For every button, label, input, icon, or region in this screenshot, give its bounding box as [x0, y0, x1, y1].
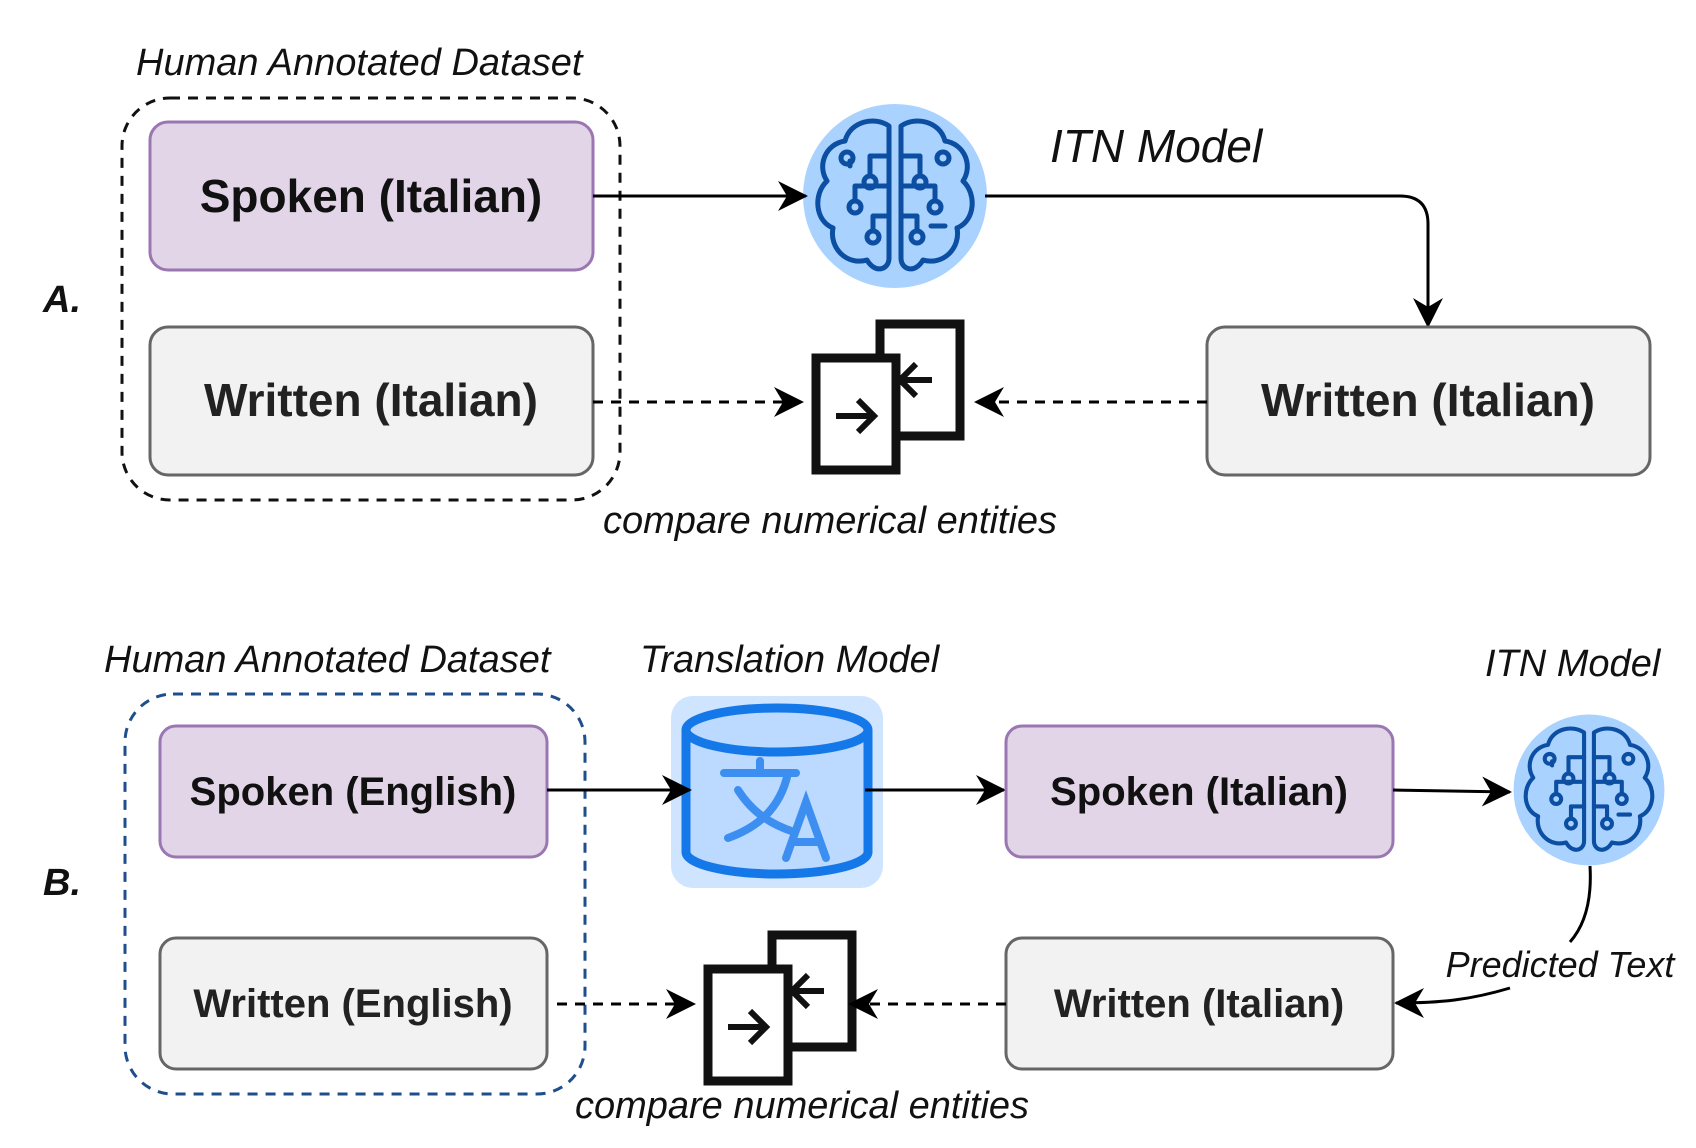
section-a: Human Annotated Dataset A. Spoken (Itali… [42, 42, 1652, 542]
written-box-a: Written (Italian) [148, 325, 595, 477]
brain-circuit-icon [803, 104, 987, 288]
brain-circuit-icon [1514, 715, 1665, 866]
output-box-a-label: Written (Italian) [1261, 374, 1595, 426]
dataset-label-a: Human Annotated Dataset [136, 42, 584, 84]
compare-label-b: compare numerical entities [575, 1085, 1029, 1127]
section-b: Human Annotated Dataset Translation Mode… [43, 639, 1676, 1127]
written-box-b: Written (English) [158, 936, 549, 1071]
compare-label-a: compare numerical entities [603, 500, 1057, 542]
spoken-box-b-label: Spoken (English) [190, 770, 517, 814]
written-box-b-label: Written (English) [193, 982, 512, 1026]
predicted-text-connector [1568, 865, 1592, 943]
arrow-model-to-output-a [985, 194, 1443, 328]
compare-arrows-icon [816, 324, 960, 470]
dataset-label-b: Human Annotated Dataset [104, 639, 552, 681]
section-marker-b: B. [43, 862, 81, 904]
translated-box-b: Spoken (Italian) [1004, 724, 1395, 859]
translation-model-label: Translation Model [640, 639, 941, 681]
compare-arrows-icon [708, 935, 852, 1081]
translate-cylinder-icon [671, 696, 883, 888]
output-box-b-label: Written (Italian) [1054, 982, 1344, 1026]
itn-model-label-a: ITN Model [1050, 120, 1264, 172]
spoken-box-b: Spoken (English) [158, 724, 549, 859]
predicted-text-label: Predicted Text [1446, 944, 1677, 985]
translated-box-b-label: Spoken (Italian) [1050, 770, 1348, 814]
output-box-b: Written (Italian) [1004, 936, 1395, 1071]
output-box-a: Written (Italian) [1205, 325, 1652, 477]
arrow-spoken-it-to-model [1392, 776, 1512, 807]
itn-model-label-b: ITN Model [1485, 643, 1662, 685]
dataset-frame-a [120, 96, 622, 502]
written-box-a-label: Written (Italian) [204, 374, 538, 426]
arrow-model-to-output-b [1394, 986, 1511, 1018]
spoken-box-a: Spoken (Italian) [148, 120, 595, 272]
section-marker-a: A. [42, 279, 81, 321]
spoken-box-a-label: Spoken (Italian) [200, 170, 542, 222]
dataset-frame-b [123, 692, 587, 1096]
